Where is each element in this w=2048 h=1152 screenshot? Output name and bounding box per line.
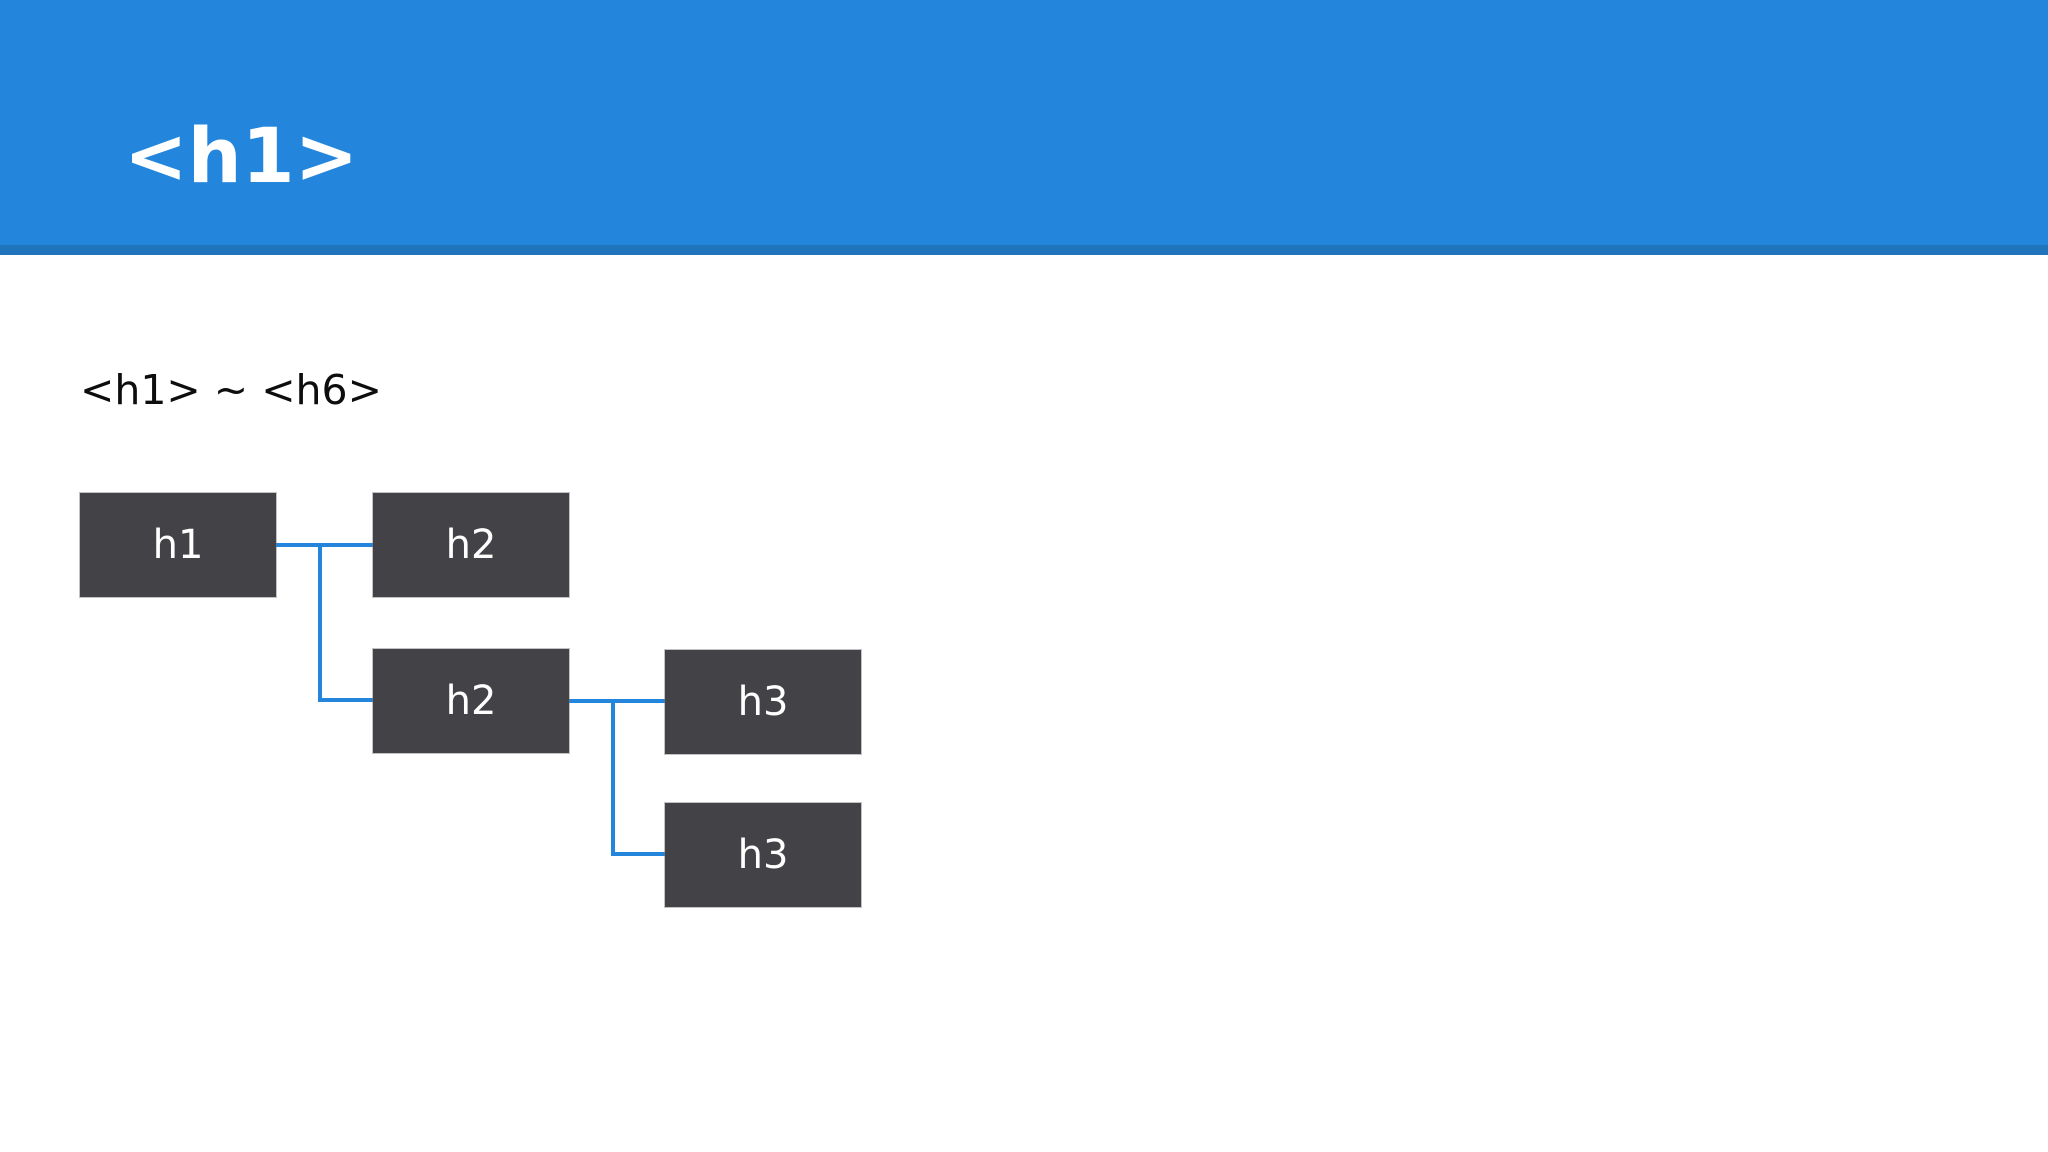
slide-header-banner — [0, 0, 2048, 245]
connector-h2b-to-junction2 — [569, 699, 613, 703]
diagram-node-h1[interactable]: h1 — [80, 493, 276, 597]
diagram-node-label: h2 — [445, 522, 497, 568]
page-title: <h1> — [124, 111, 359, 200]
heading-hierarchy-diagram: h1 h2 h2 h3 h3 — [0, 255, 2048, 1152]
slide-body: <h1> ~ <h6> h1 h2 h2 h3 — [0, 255, 2048, 1152]
connector-junction2-to-h3a — [611, 699, 667, 703]
connector-junction2-to-h3b — [611, 852, 667, 856]
diagram-node-label: h1 — [152, 522, 204, 568]
diagram-node-label: h3 — [737, 679, 789, 725]
connector-junction-vertical-h2 — [318, 543, 322, 702]
diagram-node-h2-first[interactable]: h2 — [373, 493, 569, 597]
connector-junction-to-h2a — [318, 543, 375, 547]
connector-junction2-vertical-h3 — [611, 699, 615, 855]
slide-header-rule — [0, 245, 2048, 255]
diagram-node-label: h2 — [445, 678, 497, 724]
diagram-node-h3-second[interactable]: h3 — [665, 803, 861, 907]
diagram-node-h3-first[interactable]: h3 — [665, 650, 861, 754]
diagram-node-label: h3 — [737, 832, 789, 878]
diagram-node-h2-second[interactable]: h2 — [373, 649, 569, 753]
section-subtitle: <h1> ~ <h6> — [80, 366, 382, 414]
connector-h1-to-junction — [276, 543, 320, 547]
connector-junction-to-h2b — [318, 698, 375, 702]
